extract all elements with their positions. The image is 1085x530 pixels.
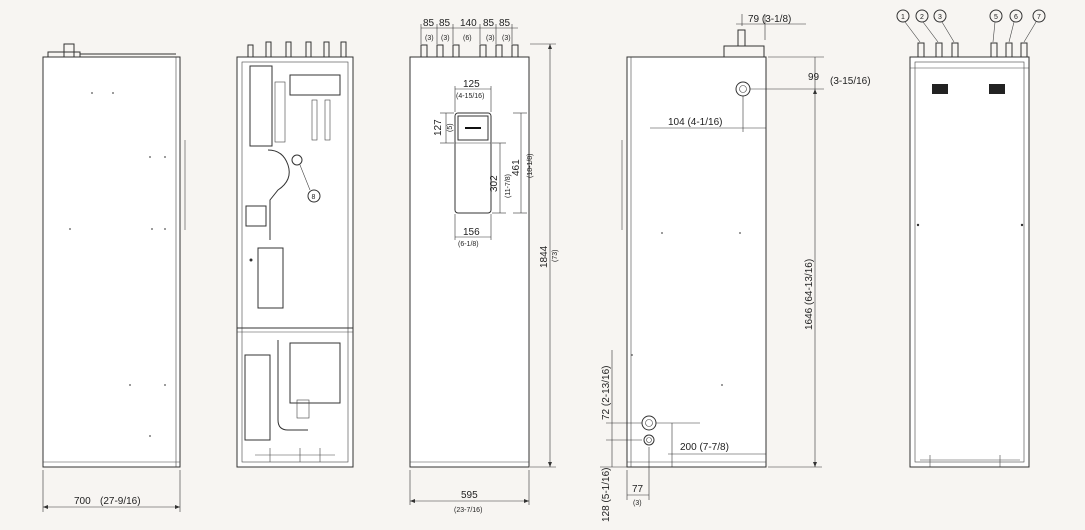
dim-461: 461 [511, 159, 522, 176]
dim-125-in: (4-15/16) [456, 93, 484, 100]
dim-104: 104 (4-1/16) [668, 117, 722, 128]
dim-72: 72 (2-13/16) [601, 366, 612, 420]
front-view-internal: 8 [236, 41, 354, 468]
top-dim-2-in: (3) [441, 35, 450, 42]
top-dim-4-in: (3) [486, 35, 495, 42]
dim-99: 99 [808, 72, 820, 83]
callout-8: 8 [312, 194, 316, 201]
callout-8-circle [307, 189, 321, 203]
top-dim-5: 85 [499, 18, 511, 29]
top-dim-1: 85 [423, 18, 435, 29]
dim-99-in: (3-15/16) [830, 76, 871, 87]
dim-77-in: (3) [633, 500, 642, 507]
connection-6: 6 [1014, 14, 1018, 21]
connection-5: 5 [994, 14, 998, 21]
side-view-left: 700 (27-9/16) [42, 43, 186, 512]
dim-156: 156 [463, 227, 480, 238]
dim-700: 700 [74, 496, 91, 507]
dim-302: 302 [489, 175, 500, 192]
top-dim-3: 140 [460, 18, 477, 29]
dim-79: 79 (3-1/8) [748, 14, 791, 25]
connection-3: 3 [938, 14, 942, 21]
dim-127: 127 [433, 119, 444, 136]
top-dim-5-in: (3) [502, 35, 511, 42]
dim-200: 200 (7-7/8) [680, 442, 729, 453]
dim-77: 77 [632, 484, 644, 495]
rear-view: 1 2 3 5 6 7 [896, 9, 1046, 468]
dim-1646: 1646 (64-13/16) [804, 259, 815, 330]
top-dim-3-in: (6) [463, 35, 472, 42]
dim-461-in: (18-1/8) [527, 153, 534, 178]
dim-125: 125 [463, 79, 480, 90]
connection-1: 1 [901, 14, 905, 21]
side-view-right: 79 (3-1/8) 99 (3-15/16) 104 (4-1/16) 164… [600, 14, 871, 522]
top-dim-1-in: (3) [425, 35, 434, 42]
dim-595: 595 [461, 490, 478, 501]
top-dim-2: 85 [439, 18, 451, 29]
dim-128: 128 (5-1/16) [601, 468, 612, 522]
dim-595-in: (23-7/16) [454, 507, 482, 514]
front-view: 85 85 140 85 85 (3) (3) (6) (3) (3) 125 … [409, 18, 559, 514]
dim-700-in: (27-9/16) [100, 496, 141, 507]
dim-127-in: (5) [447, 123, 454, 132]
connection-7: 7 [1037, 14, 1041, 21]
dim-1844: 1844 [539, 245, 550, 268]
dim-1844-in: (73) [552, 250, 559, 262]
connection-2: 2 [920, 14, 924, 21]
dim-156-in: (6-1/8) [458, 241, 479, 248]
dim-302-in: (11-7/8) [505, 174, 512, 198]
top-dim-4: 85 [483, 18, 495, 29]
